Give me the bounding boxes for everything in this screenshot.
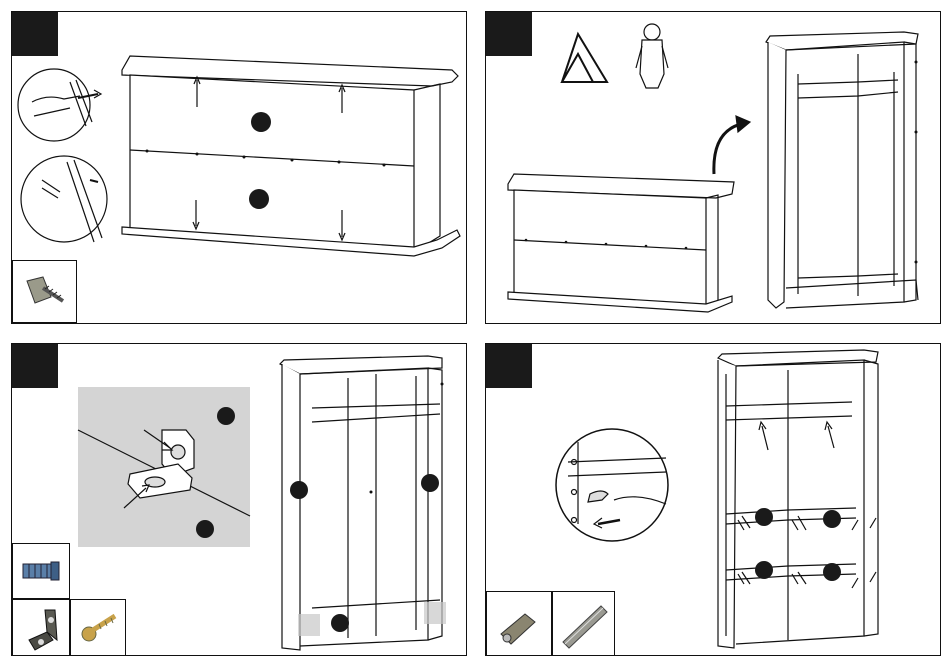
marker-d	[823, 563, 841, 581]
step-1-panel	[11, 11, 467, 324]
marker-b	[196, 520, 214, 538]
marker-c	[755, 561, 773, 579]
marker-b	[823, 510, 841, 528]
step-2-panel	[485, 11, 941, 324]
marker-b	[249, 189, 269, 209]
marker-d	[421, 474, 439, 492]
parts-box	[12, 260, 77, 323]
marker-e	[331, 614, 349, 632]
step-3-panel	[11, 343, 467, 656]
marker-a	[755, 508, 773, 526]
angle-bracket-icon	[13, 600, 71, 657]
parts-box-bracket	[12, 599, 70, 656]
marker-c	[290, 481, 308, 499]
screw-icon	[13, 261, 78, 324]
two-person-lift-icon	[636, 24, 668, 88]
step-2-illustration	[486, 12, 942, 325]
parts-box-rail	[552, 591, 615, 656]
parts-box-screw	[70, 599, 126, 656]
step-1-illustration	[12, 12, 468, 325]
parts-box-pin	[486, 591, 552, 656]
marker-a	[251, 112, 271, 132]
parts-box-bolt	[12, 543, 70, 599]
shelf-support-pin-icon	[487, 592, 553, 657]
marker-a	[217, 407, 235, 425]
wood-screw-icon	[71, 600, 127, 657]
hanging-rail-icon	[553, 592, 616, 657]
step-4-panel	[485, 343, 941, 656]
warning-triangle-icon	[562, 34, 607, 82]
cam-bolt-icon	[13, 544, 71, 600]
